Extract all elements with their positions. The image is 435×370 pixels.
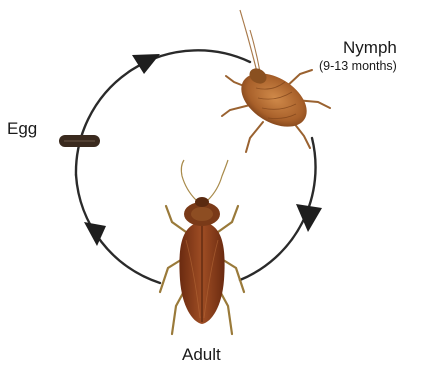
adult-cockroach-icon — [160, 160, 244, 334]
nymph-duration-label: (9-13 months) — [319, 60, 397, 73]
nymph-cockroach-icon — [222, 10, 330, 152]
egg-label: Egg — [7, 120, 37, 137]
egg-case-icon — [59, 135, 100, 147]
adult-label: Adult — [182, 346, 221, 363]
arrow-egg-to-nymph-icon — [132, 54, 160, 74]
nymph-label: Nymph — [343, 39, 397, 56]
